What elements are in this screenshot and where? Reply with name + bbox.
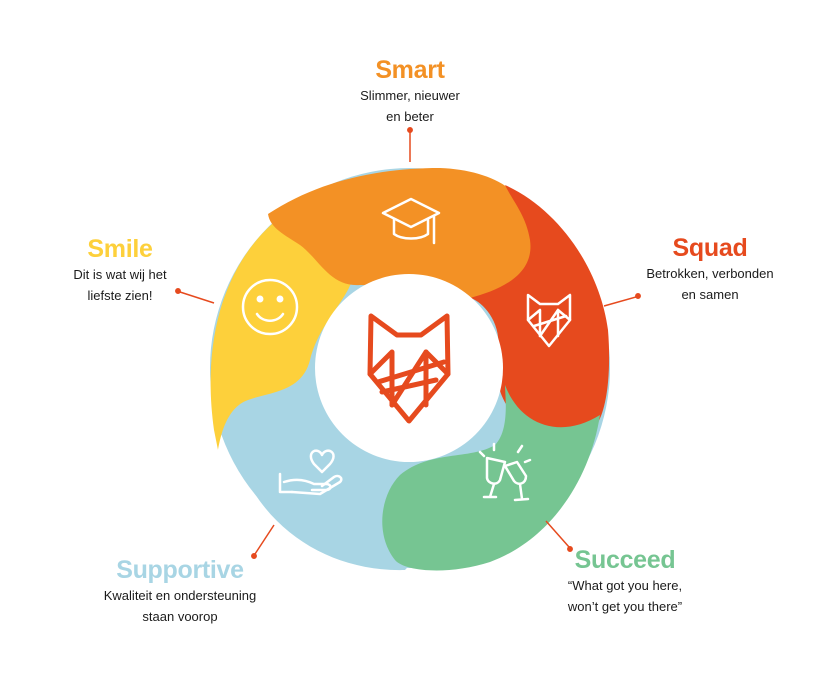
label-smile: Smile Dit is wat wij het liefste zien!	[40, 234, 200, 306]
connector-dot-supportive	[251, 553, 257, 559]
label-title-squad: Squad	[672, 234, 748, 262]
connector-supportive	[254, 524, 275, 555]
label-succeed: Succeed “What got you here, won’t get yo…	[540, 545, 710, 617]
label-desc-smart-line1: Slimmer, nieuwer	[360, 88, 460, 103]
label-supportive: Supportive Kwaliteit en ondersteuning st…	[80, 555, 280, 627]
label-desc-smile-line2: liefste zien!	[87, 288, 153, 303]
connector-dot-succeed	[567, 546, 573, 552]
label-desc-squad-line1: Betrokken, verbonden	[646, 266, 774, 281]
label-title-succeed: Succeed	[574, 546, 676, 574]
label-squad: Squad Betrokken, verbonden en samen	[610, 233, 810, 305]
label-title-smart: Smart	[375, 56, 445, 84]
center-circle	[315, 274, 503, 462]
label-smart: Smart Slimmer, nieuwer en beter	[330, 55, 490, 127]
connector-dot-smart	[407, 127, 413, 133]
label-desc-squad-line2: en samen	[681, 287, 739, 302]
segment-smile	[210, 203, 356, 450]
label-title-supportive: Supportive	[116, 556, 244, 584]
connector-squad	[603, 296, 637, 307]
fox-icon	[526, 293, 572, 348]
label-title-smile: Smile	[87, 235, 153, 263]
champagne-glasses-icon	[478, 442, 532, 502]
connector-lines	[175, 127, 641, 559]
label-desc-smart-line2: en beter	[386, 109, 434, 124]
hand-heart-icon	[278, 449, 343, 496]
label-desc-smile-line1: Dit is wat wij het	[73, 267, 167, 282]
label-desc-supportive-line2: staan voorop	[142, 609, 218, 624]
segment-succeed	[382, 385, 600, 571]
label-desc-supportive-line1: Kwaliteit en ondersteuning	[103, 588, 257, 603]
segment-smart	[268, 168, 536, 300]
connector-succeed	[545, 520, 570, 548]
fox-logo-icon	[367, 313, 451, 424]
connector-smile	[179, 291, 215, 304]
connector-dot-squad	[635, 293, 641, 299]
graduation-cap-icon	[381, 197, 441, 245]
connector-dot-smile	[175, 288, 181, 294]
label-desc-succeed-line1: “What got you here,	[567, 578, 683, 593]
label-desc-succeed-line2: won’t get you there”	[567, 599, 683, 614]
smiley-face-icon	[241, 278, 299, 336]
